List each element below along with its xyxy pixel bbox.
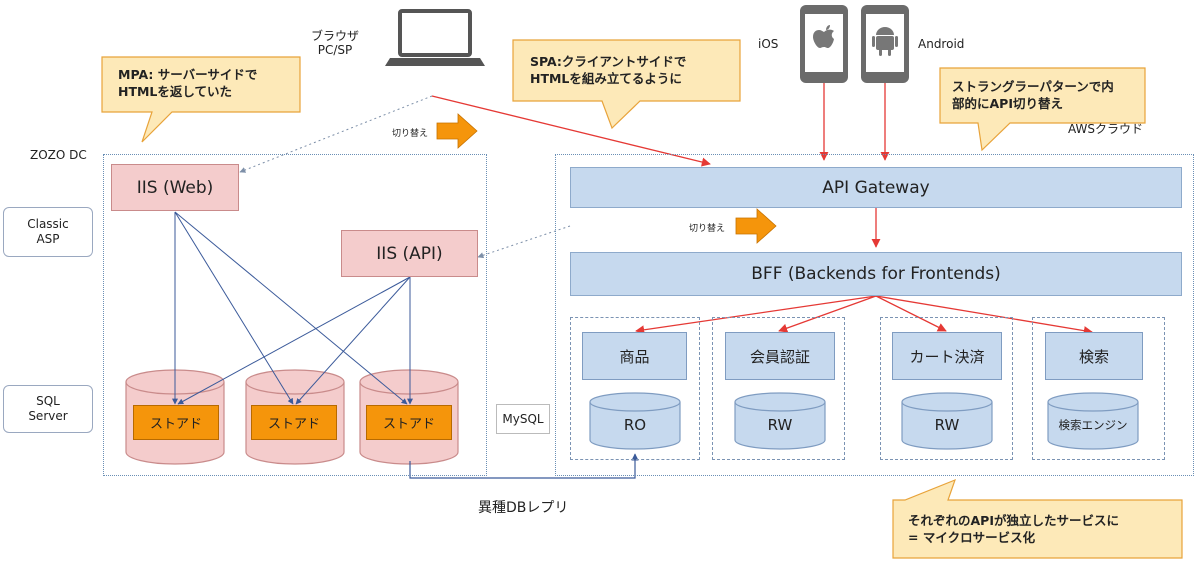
aws-cloud-label: AWSクラウド [1068,122,1144,136]
db-label-ro: RO [623,416,647,434]
classic-asp-tag: Classic ASP [3,207,93,257]
callout-mpa-shape [101,56,301,143]
ios-label: iOS [758,37,779,51]
apple-phone-icon [800,5,848,83]
callout-mpa: MPA: サーバーサイドで HTMLを返していた [118,67,258,99]
replication-label: 異種DBレプリ [478,500,569,516]
switch-label-top: 切り替え [392,129,429,139]
service-group-products [570,317,700,460]
callout-micro: それぞれのAPIが独立したサービスに = マイクロサービス化 [908,513,1119,545]
service-group-member-auth [712,317,845,460]
callout-strangler: ストラングラーパターンで内 部的にAPI切り替え [952,79,1114,111]
api-gateway-bar: API Gateway [570,167,1182,208]
stored-procedure-3: ストアド [366,405,452,440]
db-label-search-engine: 検索エンジン [1058,418,1128,432]
callout-spa: SPA:クライアントサイドで HTMLを組み立てるように [530,54,687,86]
callout-strangler-shape [939,67,1146,152]
zozo-dc-label: ZOZO DC [30,148,87,162]
service-products: 商品 [582,332,687,380]
zozo-dc-region [103,154,487,476]
red-arrows [431,83,1093,336]
stored-procedure-2: ストアド [251,405,337,440]
iis-connectors [172,211,413,405]
iis-api-box: IIS (API) [341,230,478,277]
db-cylinder-rw1 [734,392,826,450]
android-label: Android [918,37,965,51]
db-cylinder-rw2 [901,392,993,450]
switch-arrow-mid [735,208,777,244]
replication-line [409,453,639,479]
service-group-search [1032,317,1165,460]
sql-server-tag: SQL Server [3,385,93,433]
service-member-auth: 会員認証 [725,332,835,380]
service-cart-payment: カート決済 [892,332,1002,380]
stored-procedure-1: ストアド [133,405,219,440]
aws-cloud-region [555,154,1194,476]
iis-web-box: IIS (Web) [111,164,239,211]
db-label-rw-1: RW [767,416,793,434]
mysql-tag: MySQL [496,404,550,434]
callout-spa-shape [512,39,741,130]
db-cylinder-search [1047,392,1139,450]
callout-micro-shape [892,478,1183,559]
android-phone-icon [861,5,909,83]
service-group-cart-payment [880,317,1013,460]
db-cylinder-ro [589,392,681,450]
switch-label-mid: 切り替え [689,224,726,234]
switch-dotted-line-mid [477,225,571,259]
laptop-icon [385,9,485,66]
browser-label: ブラウザ PC/SP [310,29,359,57]
bff-bar: BFF (Backends for Frontends) [570,252,1182,296]
service-search: 検索 [1045,332,1143,380]
switch-arrow-top [436,113,478,149]
db-label-rw-2: RW [934,416,960,434]
